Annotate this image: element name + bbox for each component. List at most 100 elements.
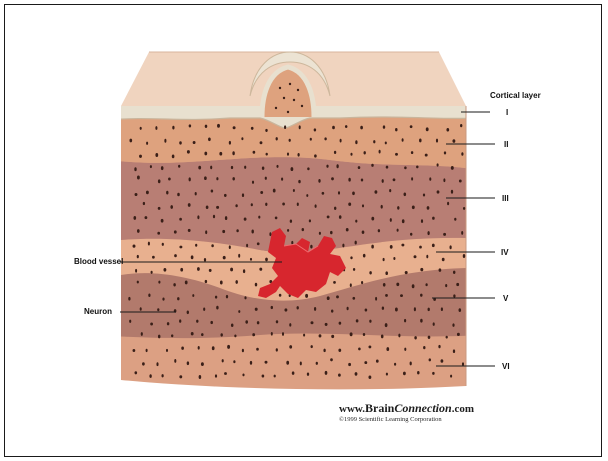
neuron-dot [192,294,194,297]
neuron-dot [161,166,164,170]
neuron-dot [133,216,136,220]
neuron-dot [310,245,312,249]
neuron-dot [393,257,395,260]
neuron-dot [205,125,208,128]
neuron-dot [211,244,214,247]
neuron-dot [149,374,151,378]
neuron-dot [129,320,131,323]
neuron-dot [412,205,415,209]
neuron-dot [213,215,215,219]
neuron-dot [383,258,385,261]
neuron-dot [356,319,359,322]
neuron-dot [299,125,301,129]
neuron-dot [332,126,335,130]
neuron-dot [316,362,318,365]
neuron-dot [141,332,143,336]
neuron-dot [210,166,212,170]
neuron-dot [459,308,462,312]
neuron-dot [339,215,342,219]
neuron-dot [198,166,201,170]
neuron-dot [204,258,206,262]
neuron-dot [427,231,429,235]
neuron-dot [449,245,451,249]
neuron-dot [245,320,248,323]
neuron-dot [201,362,204,366]
neuron-dot [414,307,416,311]
neuron-dot [232,177,235,180]
neuron-dot [209,269,212,272]
neuron-dot [208,137,211,141]
neuron-dot [204,176,207,180]
neuron-dot [222,230,225,233]
neuron-dot [340,139,342,143]
neuron-dot [338,373,341,376]
neuron-dot [290,220,292,223]
neuron-dot [129,139,132,143]
neuron-dot [363,333,365,336]
neuron-dot [177,297,179,300]
neuron-dot [403,372,406,376]
neuron-dot [286,361,289,365]
neuron-dot [452,323,454,327]
neuron-dot [229,141,231,145]
neuron-dot [453,294,455,297]
neuron-dot [371,164,373,167]
neuron-dot [346,228,349,231]
neuron-dot [198,346,200,350]
neuron-dot [446,128,449,132]
neuron-dot [375,297,377,301]
neuron-dot [396,283,399,286]
neuron-dot [197,267,200,271]
neuron-dot [307,373,309,376]
neuron-dot [309,219,311,222]
cortical-layer-label: Cortical layer [490,91,541,100]
neuron-dot [414,255,417,258]
neuron-dot [350,153,352,156]
neuron-dot [235,204,237,207]
neuron-dot [314,128,316,131]
neuron-dot [168,178,171,181]
neuron-dot [443,233,446,236]
neuron-dot [456,283,459,286]
neuron-dot [281,177,283,180]
neuron-dot [385,271,388,275]
neuron-dot [260,141,263,144]
neuron-dot [179,375,182,378]
neuron-dot [314,154,317,157]
neuron-dot [179,218,182,221]
neuron-dot [417,371,419,374]
neuron-dot [195,192,197,195]
neuron-dot [257,242,260,245]
neuron-dot [231,166,233,169]
neuron-dot [364,361,367,364]
neuron-dot [225,216,227,220]
neuron-dot [437,190,440,193]
neuron-dot [457,333,460,336]
neuron-dot [358,347,361,350]
neuron-dot [287,152,289,155]
neuron-dot [140,307,142,311]
neuron-dot [420,294,423,297]
neuron-dot [319,334,322,337]
neuron-dot [137,255,139,258]
neuron-dot [300,361,302,365]
neuron-dot [420,319,423,323]
neuron-dot [158,281,160,284]
neuron-dot [425,283,427,286]
neuron-dot [441,359,444,363]
neuron-dot [338,191,340,194]
neuron-dot [350,256,352,259]
neuron-dot [178,165,180,168]
neuron-dot [174,230,177,233]
neuron-dot [279,294,282,297]
neuron-dot [212,346,215,350]
neuron-dot [135,269,137,273]
neuron-dot [246,244,248,248]
neuron-dot [336,164,338,168]
neuron-dot [185,280,188,284]
neuron-dot [291,167,294,171]
neuron-dot [439,268,442,271]
neuron-dot [252,181,254,184]
neuron-dot [289,345,292,349]
